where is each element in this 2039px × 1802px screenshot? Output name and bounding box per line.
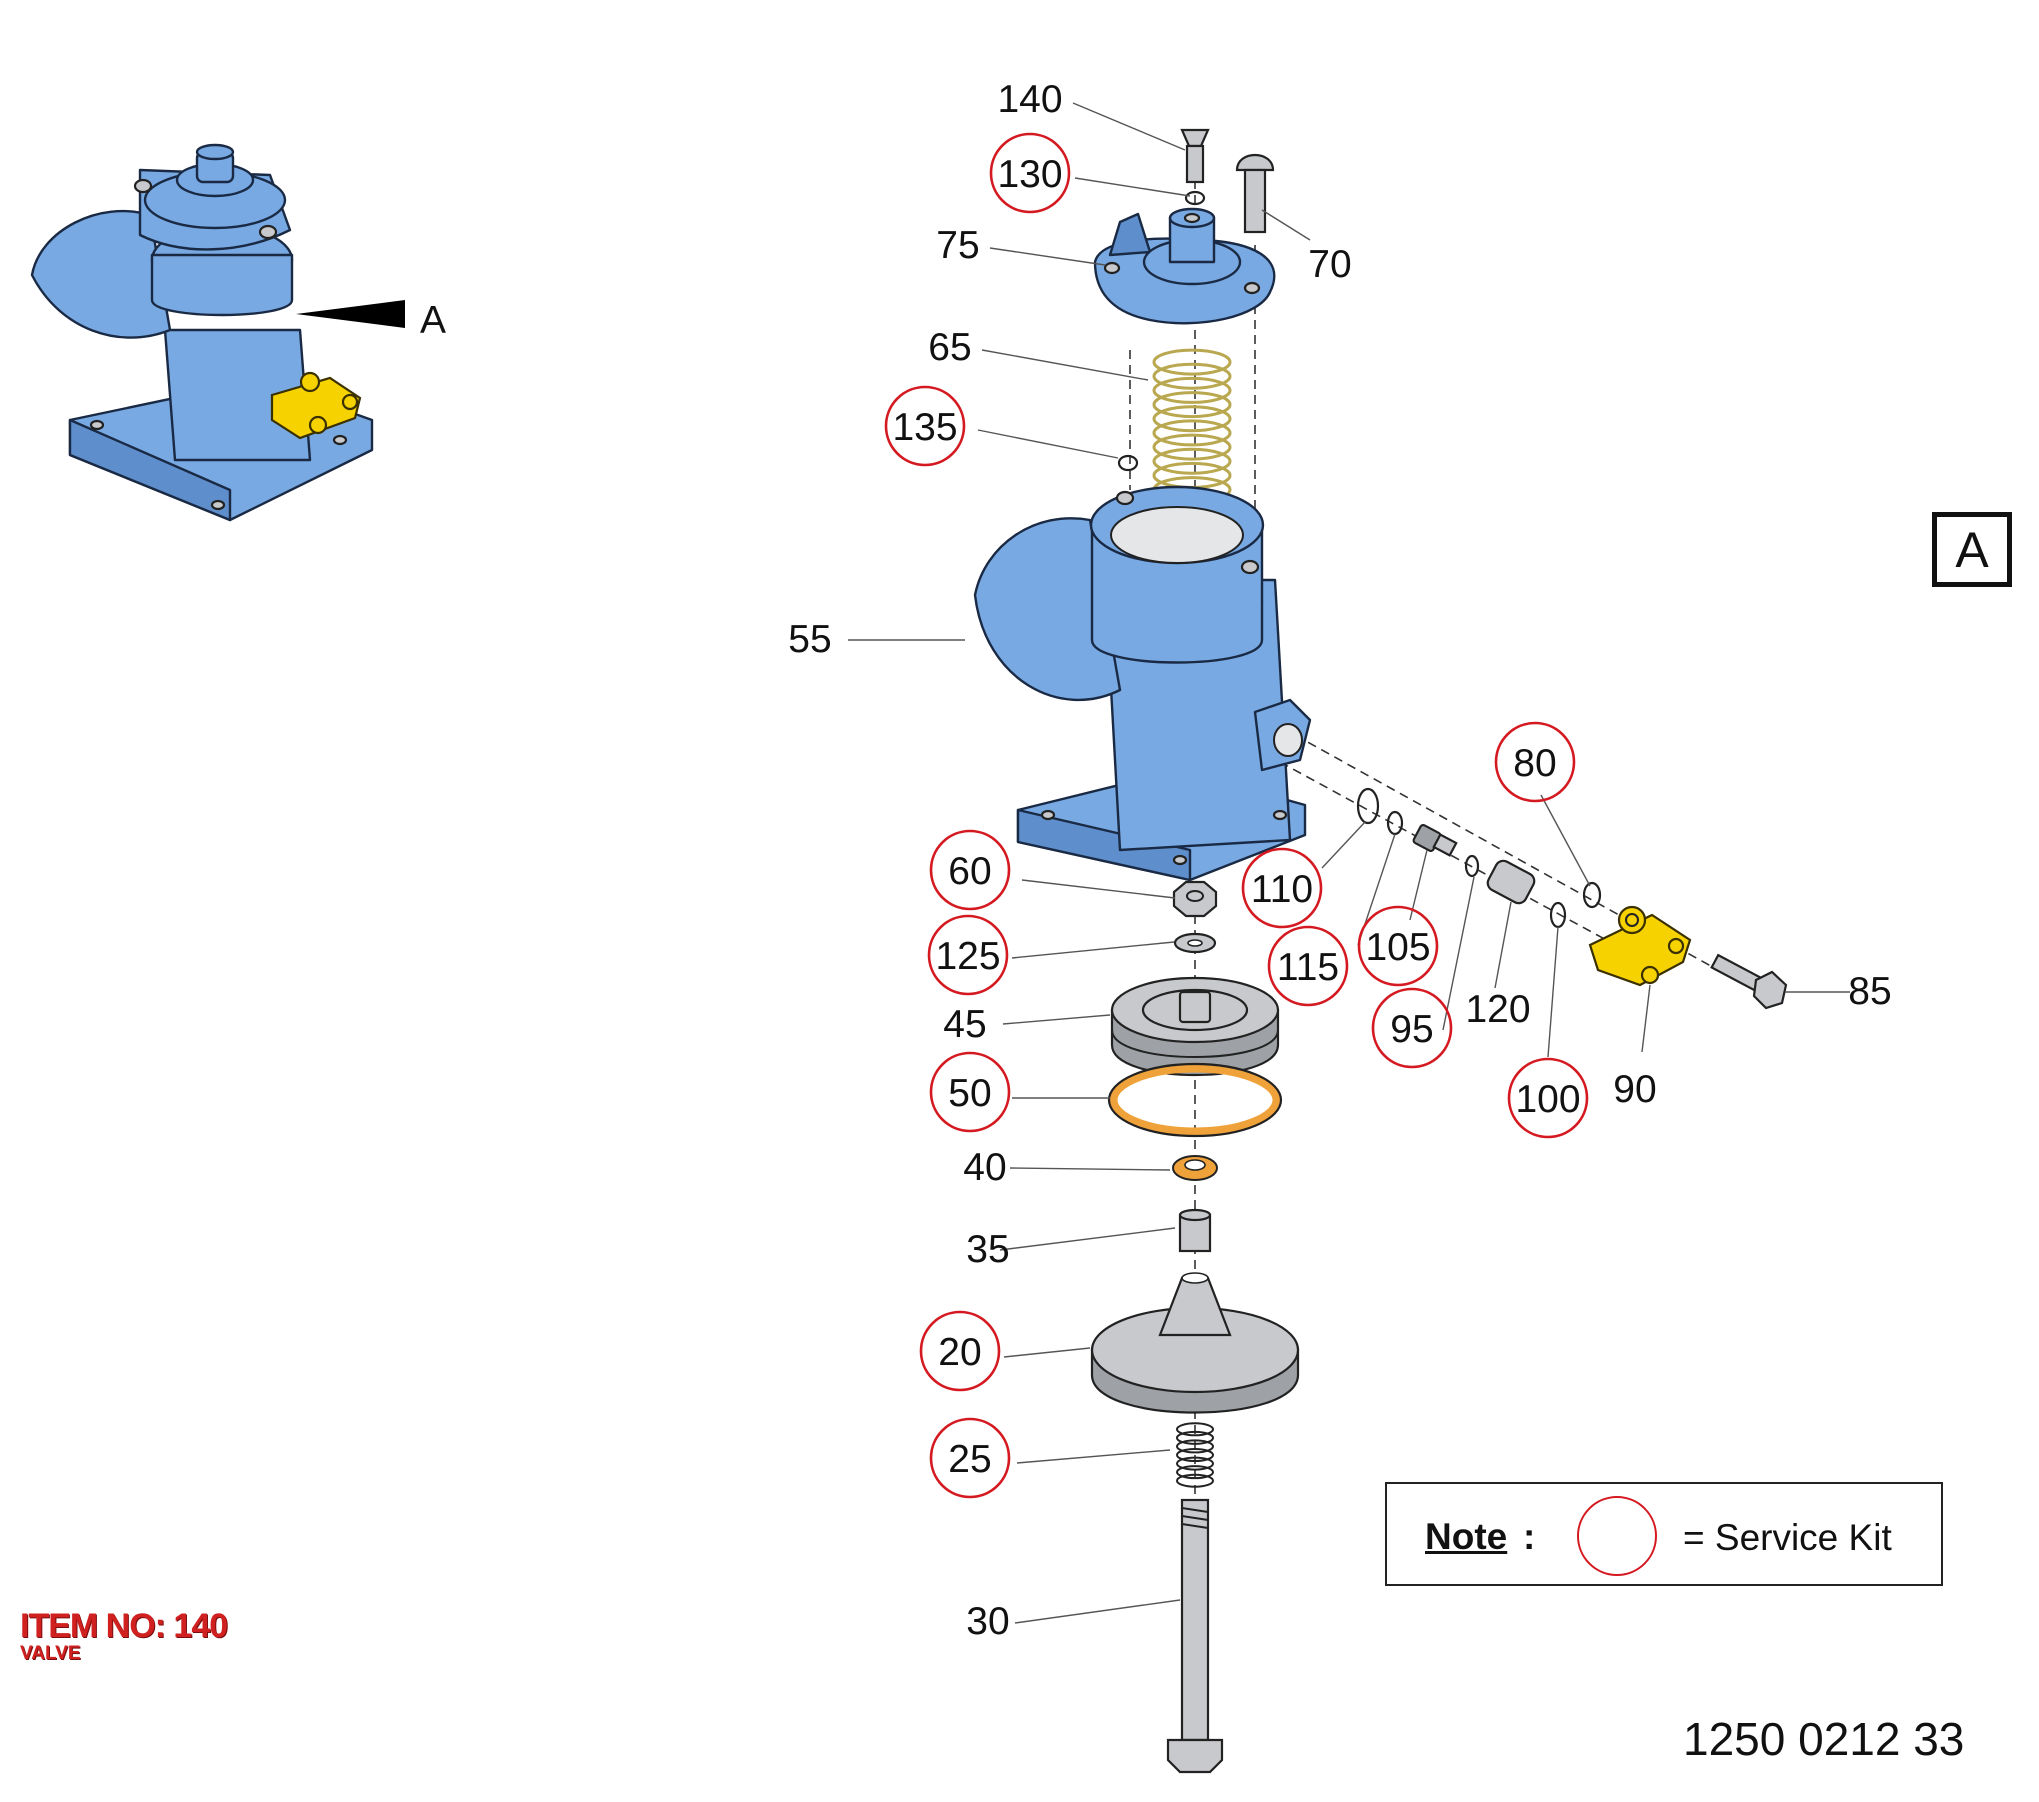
part-100-o-ring — [1549, 901, 1567, 929]
callout-label-25: 25 — [948, 1438, 991, 1481]
callout-label-95: 95 — [1390, 1008, 1433, 1051]
part-135-o-ring — [1117, 454, 1139, 472]
service-kit-circle-icon — [1577, 1496, 1657, 1576]
callout-label-65: 65 — [928, 326, 971, 369]
view-a-box: A — [1932, 512, 2012, 587]
part-70-bolt — [1235, 154, 1275, 234]
service-kit-ring-icon — [1494, 721, 1576, 803]
note-colon: : — [1523, 1516, 1536, 1557]
part-125-washer — [1173, 932, 1217, 954]
part-115-o-ring — [1386, 810, 1404, 836]
service-kit-ring-icon — [929, 1051, 1011, 1133]
part-80-o-ring — [1582, 881, 1602, 909]
callout-label-100: 100 — [1515, 1078, 1580, 1121]
part-55-housing — [973, 485, 1312, 882]
part-90-yellow-housing — [1588, 905, 1692, 987]
callout-label-50: 50 — [948, 1072, 991, 1115]
callout-label-70: 70 — [1308, 243, 1351, 286]
part-95-o-ring — [1464, 854, 1480, 878]
leader-lines — [848, 102, 1850, 1624]
callout-label-105: 105 — [1365, 926, 1430, 969]
part-20-diaphragm — [1090, 1272, 1300, 1414]
service-kit-ring-icon — [1371, 987, 1453, 1069]
callout-label-110: 110 — [1251, 868, 1313, 911]
callout-label-40: 40 — [963, 1146, 1006, 1189]
service-kit-ring-icon — [919, 1310, 1001, 1392]
view-a-arrow-icon — [296, 300, 405, 328]
drawing-number: 1250 0212 33 — [1683, 1713, 1965, 1765]
service-kit-ring-icon — [1267, 925, 1349, 1007]
note-label: Note — [1425, 1516, 1508, 1557]
service-kit-legend: Note : = Service Kit — [1385, 1482, 1943, 1586]
item-title: ITEM NO: 140 — [20, 1607, 228, 1645]
part-60-nut — [1172, 880, 1218, 918]
service-kit-ring-icon — [1241, 847, 1323, 929]
callout-label-20: 20 — [938, 1331, 981, 1374]
view-a-arrow-label: A — [420, 299, 446, 342]
service-kit-ring-icon — [989, 132, 1071, 214]
callout-label-85: 85 — [1848, 970, 1891, 1013]
part-110-o-ring — [1356, 787, 1380, 825]
callout-label-140: 140 — [997, 78, 1062, 121]
item-subtitle: VALVE — [20, 1643, 81, 1664]
callout-label-55: 55 — [788, 618, 831, 661]
callout-label-135: 135 — [892, 406, 957, 449]
part-75-cover — [1093, 207, 1276, 325]
callout-label-45: 45 — [943, 1003, 986, 1046]
callout-label-115: 115 — [1277, 946, 1339, 989]
part-50-seal-ring — [1108, 1063, 1282, 1137]
callout-label-30: 30 — [966, 1600, 1009, 1643]
note-text: = Service Kit — [1683, 1517, 1892, 1558]
callout-label-125: 125 — [935, 935, 1000, 978]
callout-label-60: 60 — [948, 850, 991, 893]
callout-label-35: 35 — [966, 1228, 1009, 1271]
part-40-seal — [1172, 1155, 1218, 1181]
service-kit-ring-icon — [927, 914, 1009, 996]
part-45-diaphragm-plate — [1110, 976, 1280, 1077]
part-85-bolt — [1710, 953, 1788, 1010]
service-kit-ring-icon — [1357, 905, 1439, 987]
part-30-stem — [1166, 1498, 1224, 1774]
service-kit-ring-icon — [884, 385, 966, 467]
part-65-spring — [1152, 348, 1232, 532]
callout-label-80: 80 — [1513, 742, 1556, 785]
overview-assembly — [30, 143, 405, 522]
part-35-sleeve — [1178, 1208, 1212, 1253]
service-kit-ring-icon — [929, 1417, 1011, 1499]
part-140-screw — [1180, 128, 1210, 184]
service-kit-ring-icon — [1507, 1057, 1589, 1139]
callout-labels: 140 130 75 70 65 135 55 80 110 60 125 115 105 45 120 85… — [788, 78, 1891, 1643]
part-120-nozzle — [1486, 859, 1536, 905]
part-25-spring — [1176, 1422, 1214, 1488]
part-130-o-ring — [1184, 190, 1206, 206]
callout-label-90: 90 — [1613, 1068, 1656, 1111]
item-caption: ITEM NO: 140 VALVE — [20, 1607, 228, 1664]
callout-label-120: 120 — [1465, 988, 1530, 1031]
callout-label-130: 130 — [997, 153, 1062, 196]
service-kit-ring-icon — [929, 829, 1011, 911]
part-105-plunger — [1412, 823, 1458, 857]
callout-label-75: 75 — [936, 224, 979, 267]
